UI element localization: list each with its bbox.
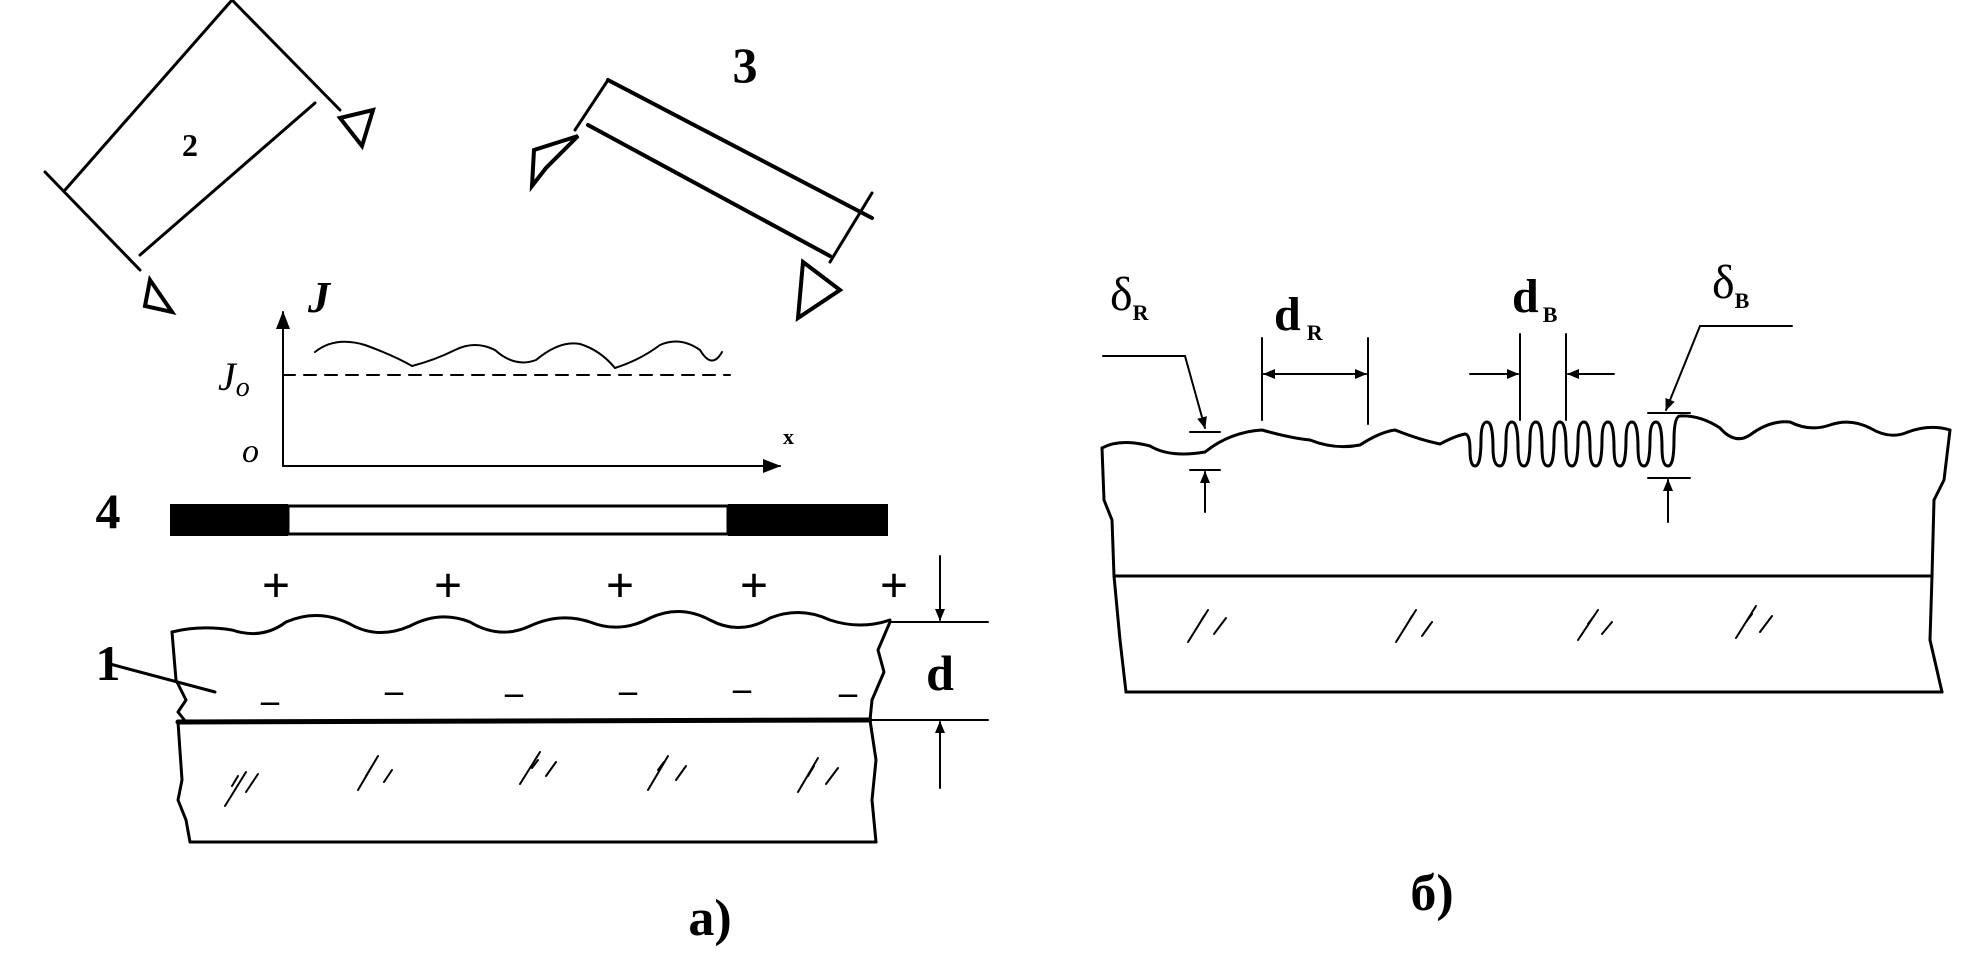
positive-charges: + + + + + bbox=[262, 557, 909, 613]
intensity-curve bbox=[314, 340, 723, 370]
negative-charges: – – – – – – bbox=[260, 668, 858, 720]
beam-2-arrowhead-right bbox=[336, 107, 376, 151]
mask-4: 4 bbox=[96, 483, 888, 539]
intensity-axis-label: J bbox=[307, 273, 332, 322]
beam-3-arrowhead-right bbox=[795, 258, 844, 322]
delta-b-dimension: δB bbox=[1647, 256, 1793, 523]
film-surface bbox=[170, 609, 892, 636]
film-edge-right bbox=[868, 620, 892, 722]
negative-charge: – bbox=[260, 680, 280, 720]
intensity-level-label: Jo bbox=[218, 354, 250, 403]
film-1: 1 bbox=[96, 609, 892, 724]
thickness-dimension: d bbox=[869, 555, 989, 789]
negative-charge: – bbox=[504, 672, 524, 712]
positive-charge: + bbox=[434, 557, 463, 613]
negative-charge: – bbox=[384, 670, 404, 710]
film-edge-left bbox=[170, 630, 188, 724]
mask-slit bbox=[286, 504, 730, 536]
positive-charge: + bbox=[740, 557, 769, 613]
film-leader bbox=[108, 662, 217, 694]
film-b-edge-right bbox=[1930, 428, 1952, 578]
substrate-b-hatching bbox=[1187, 605, 1773, 643]
caption-a: а) bbox=[688, 890, 731, 947]
delta-b-label: δB bbox=[1712, 256, 1750, 313]
substrate-edge-right bbox=[868, 718, 878, 844]
film-label: 1 bbox=[96, 635, 121, 691]
mask-opaque-left bbox=[170, 504, 288, 536]
axis-x-label: x bbox=[783, 424, 794, 449]
thickness-label: d bbox=[926, 645, 954, 701]
film-b-edge-left bbox=[1100, 446, 1116, 578]
caption-b: б) bbox=[1410, 865, 1453, 922]
substrate-b-edge-right bbox=[1928, 574, 1944, 694]
beam-2-label: 2 bbox=[182, 127, 198, 163]
beam-3-arrowhead-left bbox=[529, 134, 580, 193]
substrate-edge-left bbox=[176, 720, 192, 844]
beam-2: 2 bbox=[43, 0, 376, 316]
substrate-a bbox=[175, 717, 878, 844]
negative-charge: – bbox=[618, 670, 638, 710]
beam-2-arrowhead-left bbox=[142, 274, 177, 316]
mask-label: 4 bbox=[96, 483, 121, 539]
origin-label: o bbox=[242, 433, 259, 470]
positive-charge: + bbox=[262, 557, 291, 613]
substrate-b-edge-left bbox=[1112, 574, 1128, 694]
intensity-plot: J Jo o x bbox=[218, 273, 794, 473]
delta-r-dimension: δR bbox=[1102, 268, 1221, 513]
beam-3: 3 bbox=[529, 37, 874, 322]
negative-charge: – bbox=[838, 672, 858, 712]
delta-r-label: δR bbox=[1110, 268, 1150, 325]
substrate-hatching bbox=[224, 751, 839, 807]
negative-charge: – bbox=[732, 668, 752, 708]
film-surface-relief bbox=[1100, 414, 1952, 468]
positive-charge: + bbox=[606, 557, 635, 613]
mask-opaque-right bbox=[728, 504, 888, 536]
beam-3-label: 3 bbox=[733, 37, 758, 93]
panel-a: 2 3 J Jo o x 4 bbox=[43, 0, 989, 947]
positive-charge: + bbox=[880, 557, 909, 613]
